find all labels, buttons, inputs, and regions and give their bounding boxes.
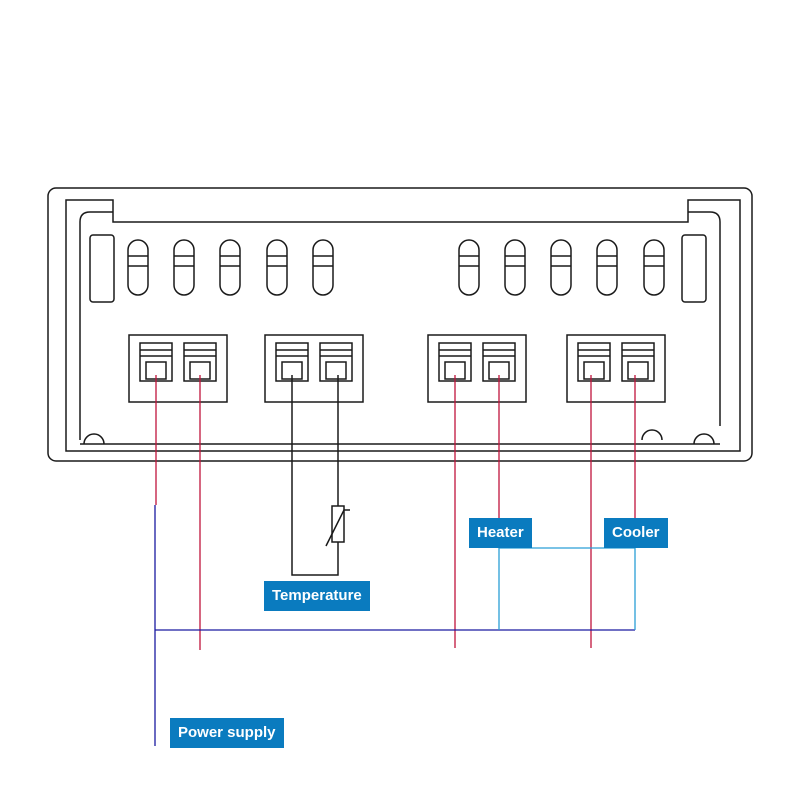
terminal-wires <box>155 375 636 650</box>
load-wires <box>498 546 636 630</box>
vent-slots-left <box>127 239 334 296</box>
cooler-label: Cooler <box>604 518 668 548</box>
thermistor-slash <box>325 509 350 547</box>
controller-face <box>79 211 721 440</box>
power-supply-label: Power supply <box>170 718 284 748</box>
controller-housing <box>47 187 753 462</box>
mount-notch-right <box>693 433 715 445</box>
thermistor-symbol <box>331 505 345 543</box>
terminal-block-cooler <box>566 334 666 403</box>
vent-slots-right <box>458 239 665 296</box>
terminal-block-heater <box>427 334 527 403</box>
sensor-wire-loop <box>291 375 339 576</box>
mount-notch-left <box>83 433 105 445</box>
temperature-label: Temperature <box>264 581 370 611</box>
mount-notch-mid <box>641 429 663 441</box>
heater-label: Heater <box>469 518 532 548</box>
controller-inner-frame <box>65 199 741 452</box>
power-wires <box>154 505 635 746</box>
terminal-block-power <box>128 334 228 403</box>
side-clip-left <box>89 234 115 303</box>
side-clip-right <box>681 234 707 303</box>
terminal-block-sensor <box>264 334 364 403</box>
